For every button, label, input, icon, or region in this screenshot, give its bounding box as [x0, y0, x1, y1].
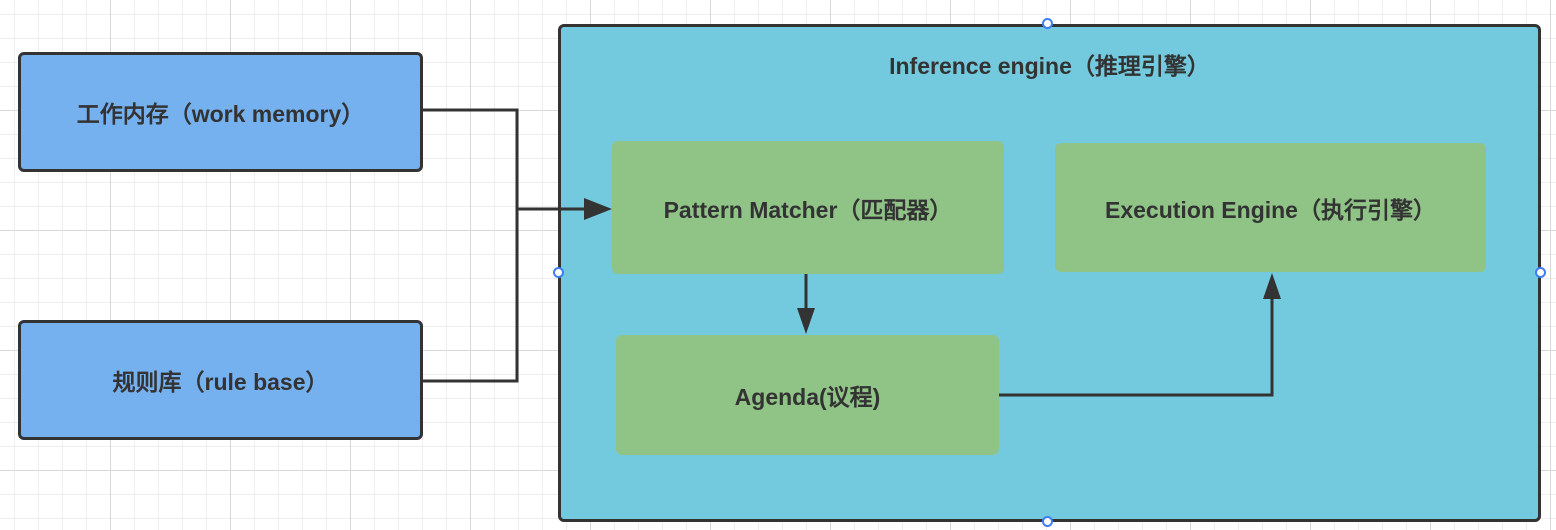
rule-base-box[interactable]: 规则库（rule base） — [18, 320, 423, 440]
resize-handle-left[interactable] — [553, 267, 564, 278]
pattern-matcher-box[interactable]: Pattern Matcher（匹配器） — [612, 141, 1004, 274]
rule-base-connector — [423, 209, 519, 383]
resize-handle-right[interactable] — [1535, 267, 1546, 278]
agenda-box[interactable]: Agenda(议程) — [616, 335, 999, 455]
agenda-label: Agenda(议程) — [734, 384, 881, 410]
work-memory-label: 工作内存（work memory） — [76, 101, 365, 127]
resize-handle-top[interactable] — [1042, 18, 1053, 29]
pattern-matcher-label: Pattern Matcher（匹配器） — [663, 196, 953, 223]
rule-base-label: 规则库（rule base） — [112, 369, 329, 395]
inference-engine-title: Inference engine（推理引擎） — [889, 53, 1210, 79]
execution-engine-box[interactable]: Execution Engine（执行引擎） — [1055, 143, 1486, 272]
execution-engine-label: Execution Engine（执行引擎） — [1105, 196, 1436, 223]
work-memory-connector — [423, 108, 519, 209]
resize-handle-bottom[interactable] — [1042, 516, 1053, 527]
work-memory-box[interactable]: 工作内存（work memory） — [18, 52, 423, 172]
